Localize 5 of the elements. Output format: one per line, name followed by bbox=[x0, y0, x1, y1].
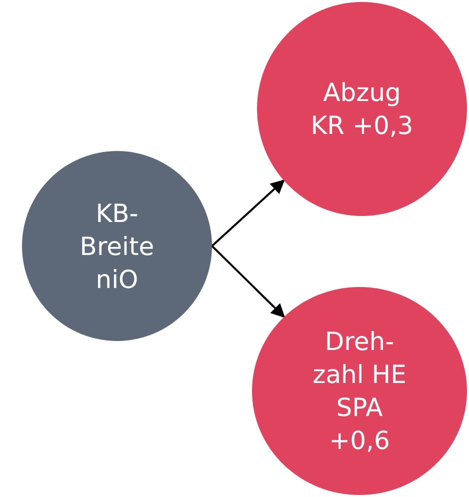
node-label: Abzug KR +0,3 bbox=[310, 77, 414, 142]
node-label: KB- Breite niO bbox=[78, 198, 156, 296]
arrow bbox=[211, 245, 286, 318]
node-label: Dreh- zahl HE SPA +0,6 bbox=[312, 326, 408, 457]
arrow bbox=[211, 179, 285, 247]
